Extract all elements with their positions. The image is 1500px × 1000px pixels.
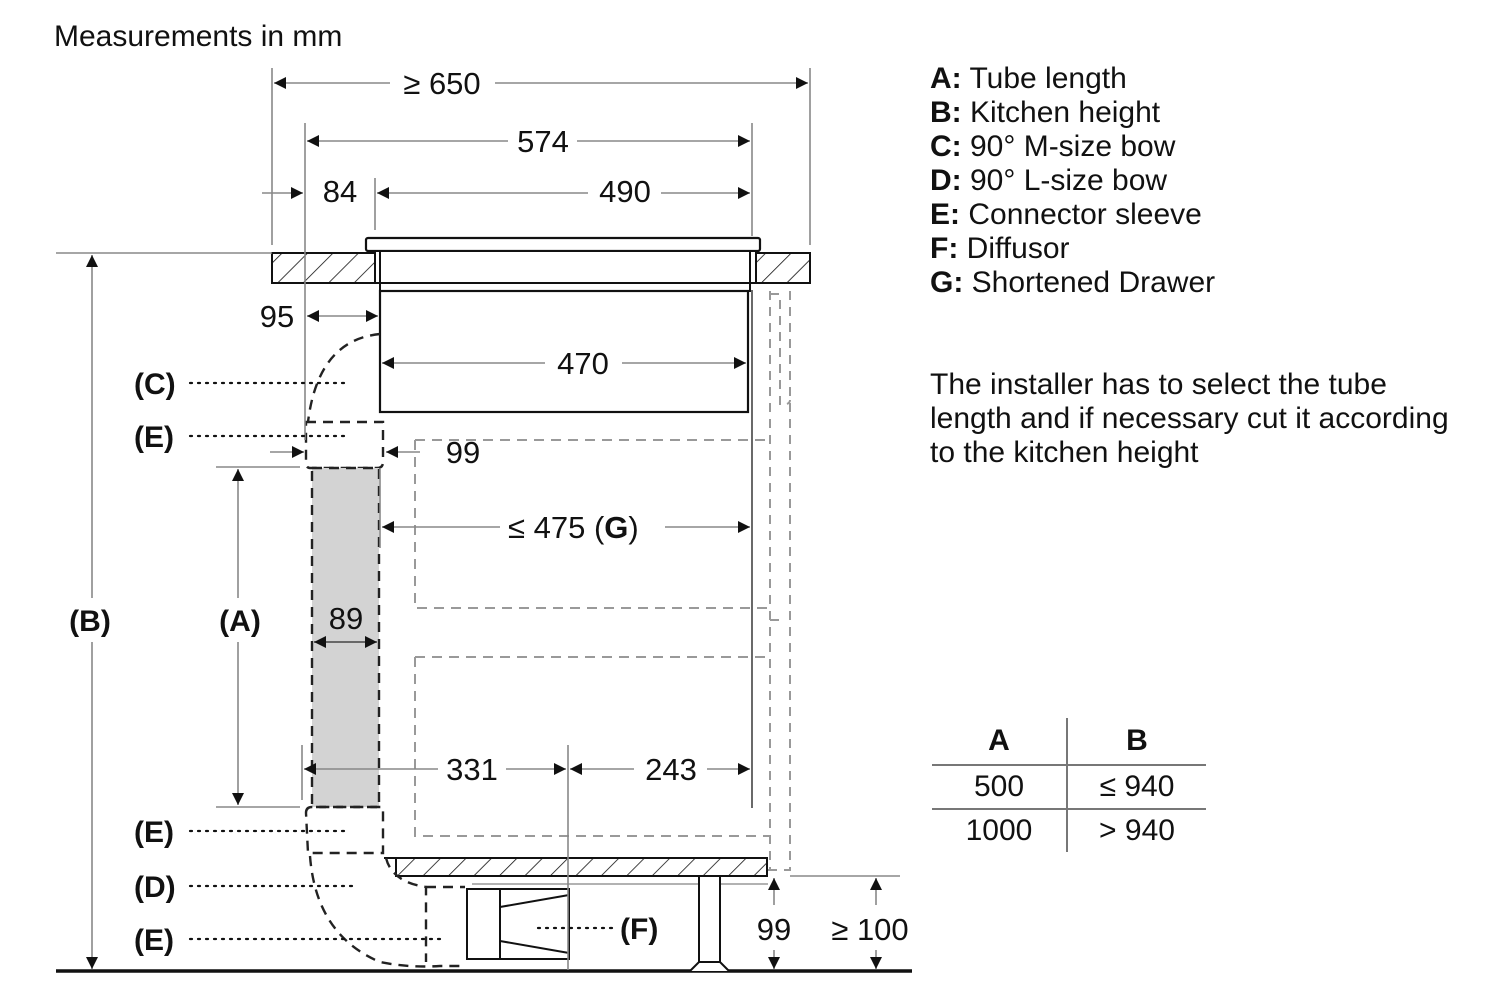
dim-text-offset-left: 84	[323, 174, 357, 209]
dim-text-tube-width: 89	[329, 601, 363, 636]
dim-text-drawer-depth: ≤ 475 (G)	[508, 510, 639, 545]
dim-text-tube-offset: 95	[260, 299, 294, 334]
cabinet-bottom	[395, 857, 768, 877]
table-header-a: A	[932, 718, 1068, 765]
page-title: Measurements in mm	[54, 20, 343, 53]
table-row: 500 ≤ 940	[932, 764, 1206, 809]
hob-glass	[364, 236, 762, 253]
callout-c: (C)	[134, 368, 176, 401]
dim-text-cutout-width: 574	[517, 124, 569, 159]
legend-item-a: A: Tube length	[930, 62, 1127, 95]
callout-e-top: (E)	[134, 421, 174, 454]
callout-f: (F)	[620, 913, 658, 946]
connector-sleeve-top	[304, 420, 385, 470]
legend: A: Tube length B: Kitchen height C: 90° …	[930, 62, 1215, 300]
callout-b: (B)	[69, 605, 111, 638]
duct-bow-c	[306, 332, 381, 423]
dim-text-hob-body: 490	[599, 174, 651, 209]
tube-length-table: A B 500 ≤ 940 1000 > 940	[932, 718, 1206, 852]
table-cell: 1000	[932, 808, 1068, 852]
connector-sleeve-bottom	[304, 805, 385, 855]
worktop-right	[755, 252, 811, 284]
callout-e-middle: (E)	[134, 816, 174, 849]
legend-item-d: D: 90° L-size bow	[930, 164, 1168, 197]
cabinet-side-hidden	[768, 291, 791, 871]
callout-d: (D)	[134, 871, 176, 904]
callout-e-bottom: (E)	[134, 924, 174, 957]
diffuser	[466, 888, 570, 960]
drawer-lower	[414, 656, 770, 837]
legend-item-g: G: Shortened Drawer	[930, 266, 1216, 299]
table-header-b: B	[1126, 724, 1148, 757]
extractor-unit	[378, 289, 750, 414]
dim-text-left-to-center: 331	[446, 752, 498, 787]
legend-item-b: B: Kitchen height	[930, 96, 1161, 129]
legend-item-e: E: Connector sleeve	[930, 198, 1202, 231]
callout-a: (A)	[219, 605, 261, 638]
duct-bow-d	[308, 855, 465, 968]
dim-text-cabinet-width: ≥ 650	[403, 66, 480, 101]
table-cell: 500	[932, 764, 1068, 809]
table-cell: > 940	[1067, 808, 1206, 852]
dim-text-unit-width: 470	[557, 346, 609, 381]
drawer-upper	[414, 439, 770, 609]
table-header-row: A B	[932, 718, 1206, 765]
plinth-foot	[689, 875, 730, 972]
dim-text-center-to-right: 243	[645, 752, 697, 787]
table-cell: ≤ 940	[1067, 764, 1206, 809]
tube-a	[310, 466, 381, 809]
worktop-left	[271, 252, 376, 284]
dim-text-sleeve-gap: 99	[446, 435, 480, 470]
hob-frame	[374, 250, 757, 284]
dim-text-plinth-gap: 99	[757, 912, 791, 947]
installer-note: The installer has to select the tube len…	[930, 368, 1449, 469]
dim-text-plinth-min: ≥ 100	[831, 912, 908, 947]
legend-item-f: F: Diffusor	[930, 232, 1070, 265]
legend-item-c: C: 90° M-size bow	[930, 130, 1176, 163]
table-row: 1000 > 940	[932, 808, 1206, 852]
